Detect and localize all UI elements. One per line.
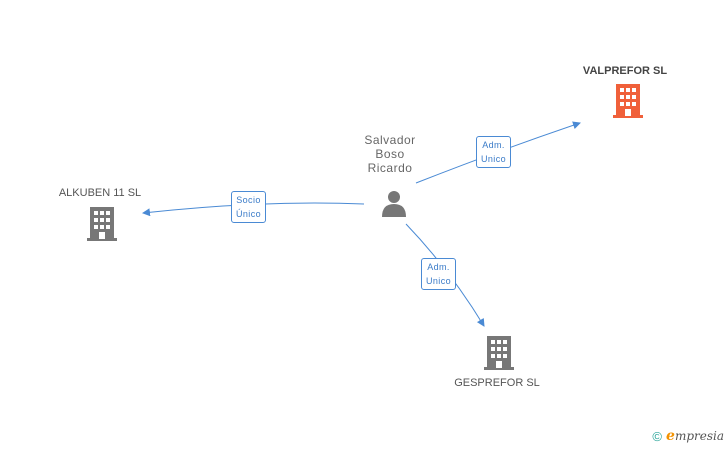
person-name-line: Boso [375, 147, 405, 161]
brand-initial: e [666, 428, 675, 444]
person-name[interactable]: Salvador Boso Ricardo [350, 133, 430, 175]
person-icon[interactable] [380, 189, 408, 217]
footer-brand: © empresia [652, 428, 724, 444]
building-icon[interactable] [87, 207, 117, 241]
building-icon[interactable] [484, 336, 514, 370]
brand-name: mpresia [674, 429, 724, 443]
edge-label-to-gesprefor: Adm. Unico [421, 258, 457, 290]
person-name-line: Salvador [364, 133, 416, 147]
brand-logo[interactable]: empresia [666, 428, 724, 444]
person-name-line: Ricardo [367, 161, 413, 175]
edge-label-to-valprefor: Adm. Unico [476, 136, 512, 168]
company-label-alkuben[interactable]: ALKUBEN 11 SL [58, 187, 142, 199]
company-label-valprefor[interactable]: VALPREFOR SL [582, 65, 668, 77]
building-icon[interactable] [613, 84, 643, 118]
edge-label-line: Unico [426, 276, 452, 286]
edge-label-line: Socio [236, 195, 261, 205]
edge-label-to-alkuben: Socio Único [231, 191, 267, 223]
edge-label-line: Único [236, 209, 262, 219]
edge-label-line: Unico [481, 154, 507, 164]
edge-label-line: Adm. [482, 140, 505, 150]
edge-label-line: Adm. [427, 262, 450, 272]
copyright-symbol: © [652, 428, 663, 444]
company-label-gesprefor[interactable]: GESPREFOR SL [454, 377, 540, 389]
